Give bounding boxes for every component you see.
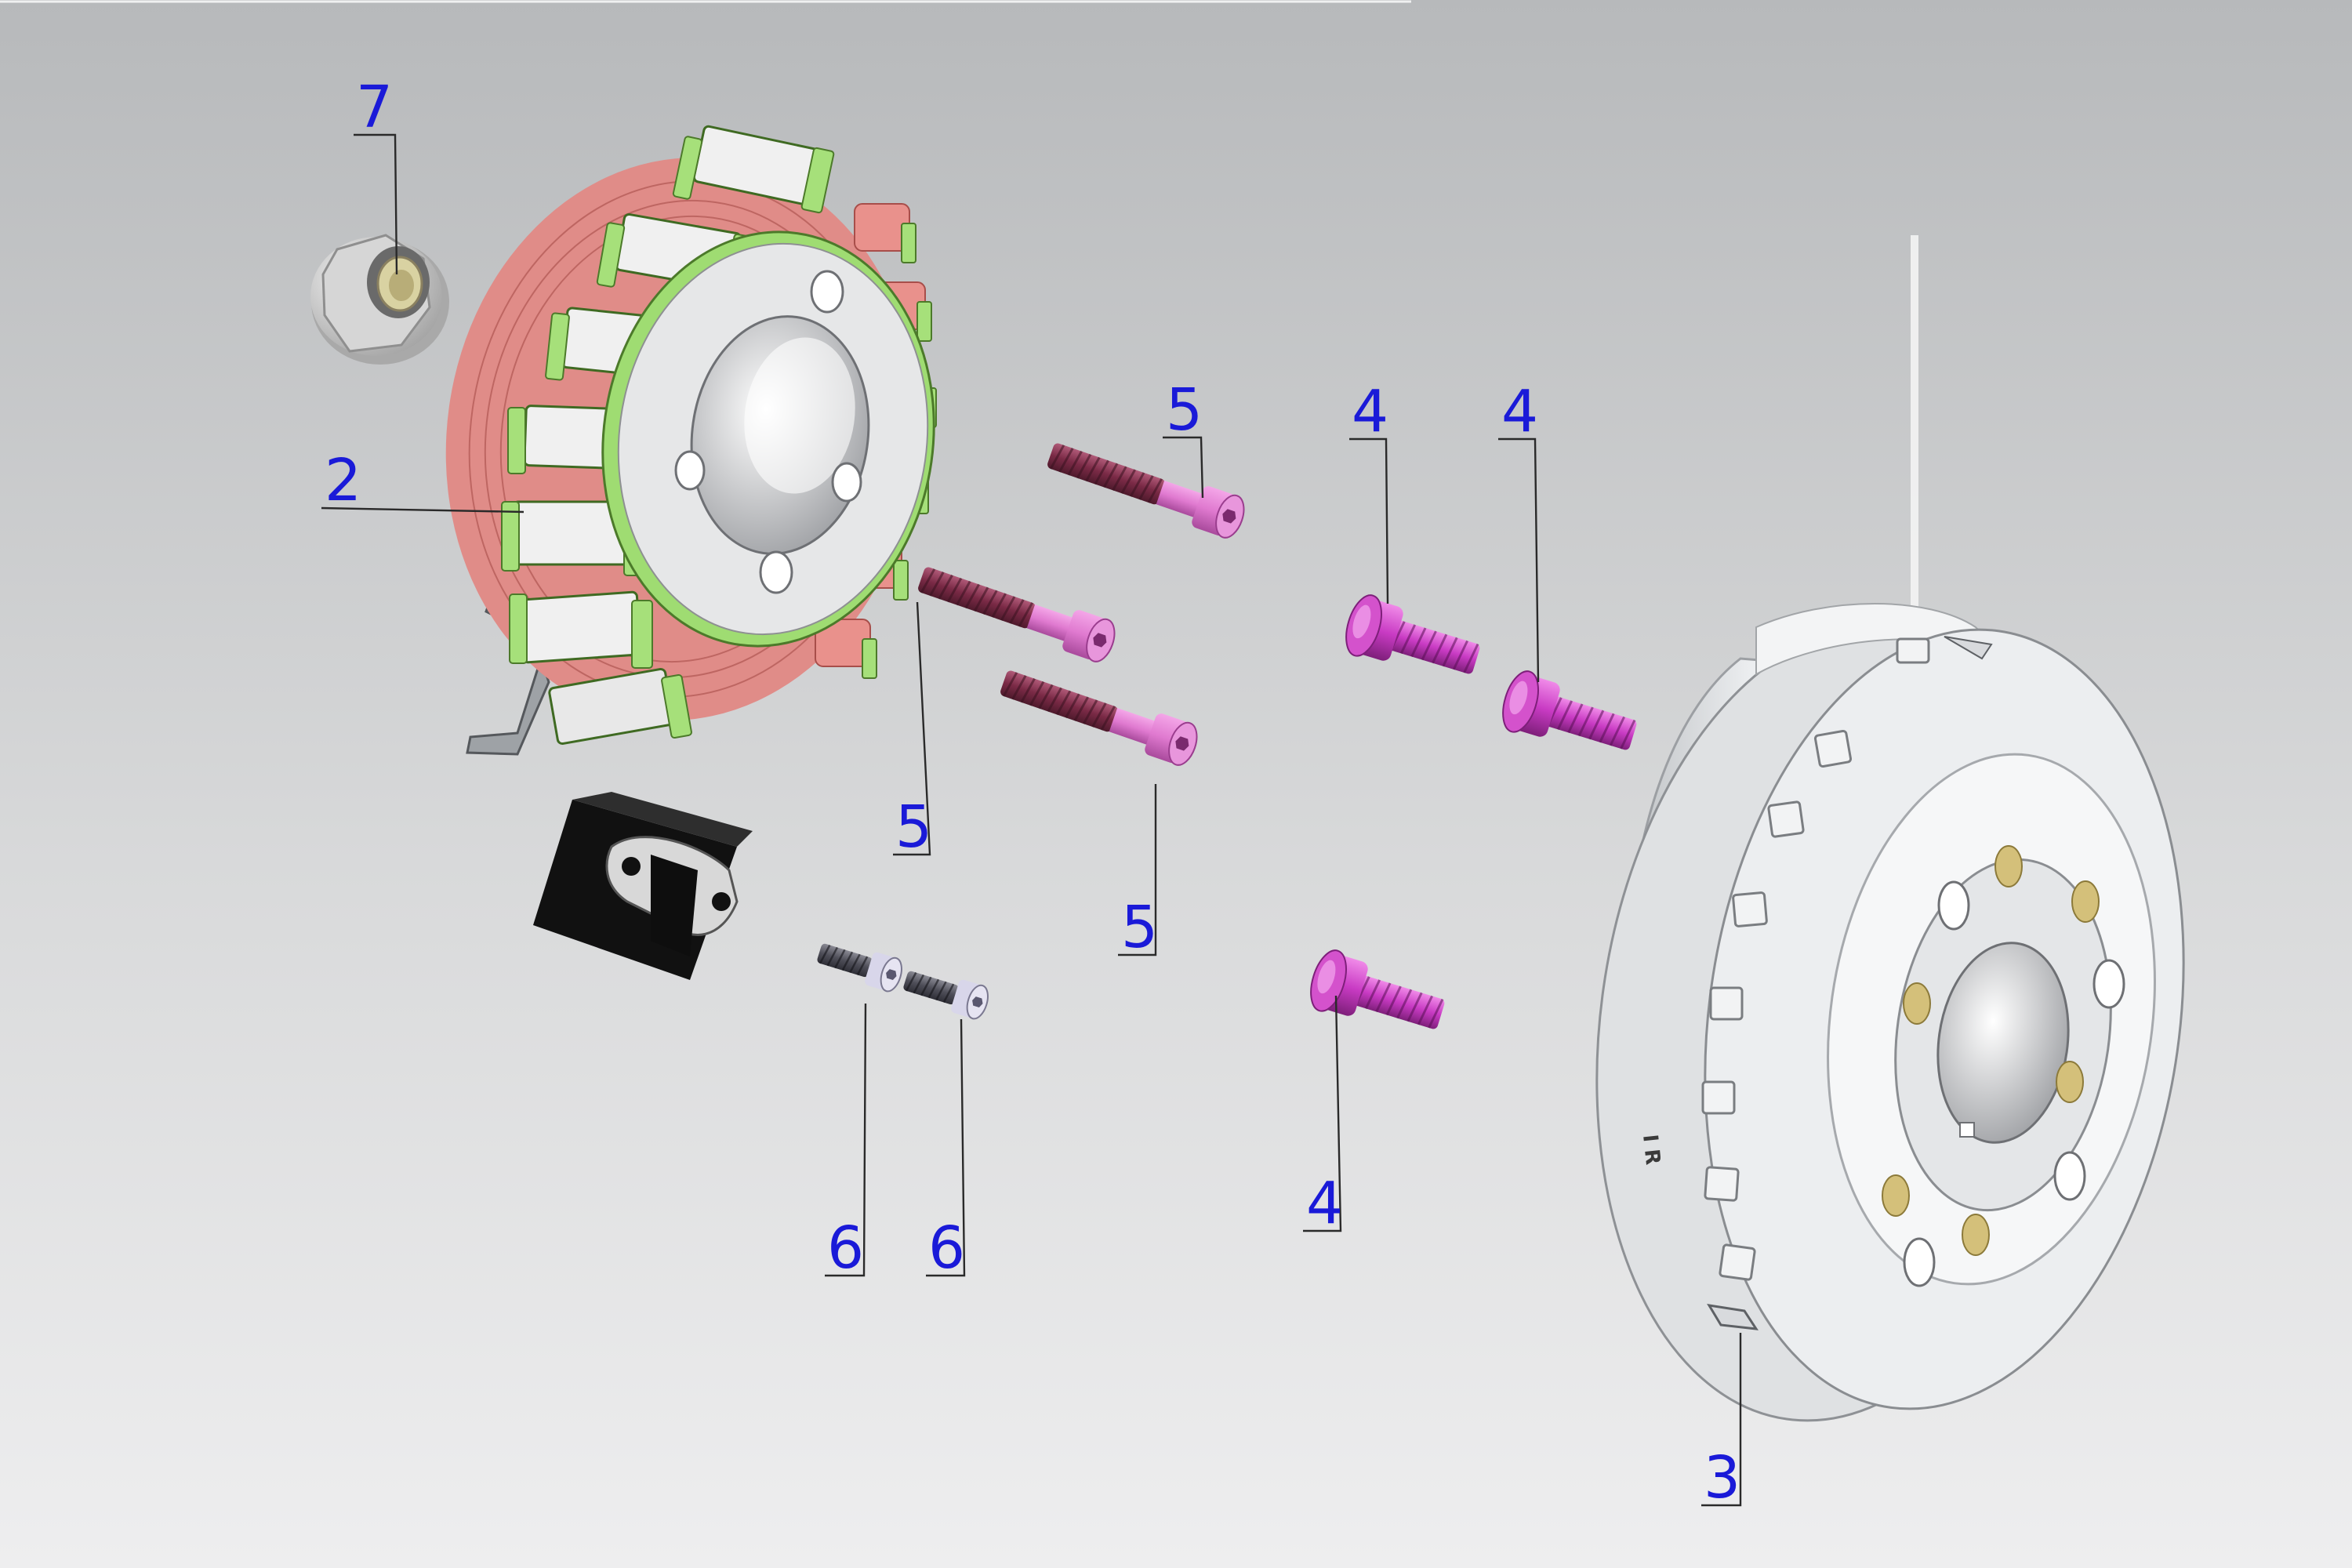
callout-4-right: 4 — [1501, 378, 1538, 445]
leader-7 — [354, 133, 398, 275]
callout-2: 2 — [325, 447, 361, 514]
stator-part — [445, 125, 937, 756]
callout-5-upper: 5 — [1166, 376, 1203, 444]
leader-5-upper — [1163, 436, 1204, 499]
leader-6-right — [926, 1018, 966, 1277]
callout-7: 7 — [356, 74, 393, 141]
leader-3 — [1701, 1333, 1742, 1507]
callout-3: 3 — [1704, 1444, 1740, 1512]
leader-6-left — [825, 1003, 867, 1277]
callout-6-right: 6 — [928, 1214, 965, 1282]
flange-nut-part — [310, 234, 449, 365]
leader-5-lower — [1118, 784, 1157, 956]
leader-2 — [321, 506, 524, 514]
callout-6-left: 6 — [827, 1214, 864, 1282]
callouts: 7 2 5 5 5 4 4 4 6 6 3 — [325, 74, 1740, 1512]
callout-4-lower: 4 — [1306, 1170, 1343, 1237]
callout-4-left: 4 — [1352, 378, 1388, 445]
leader-4-lower — [1303, 995, 1342, 1232]
leader-lines — [321, 133, 1742, 1507]
flywheel-part: I R — [1595, 235, 2185, 1422]
leader-4-right — [1498, 437, 1540, 683]
flywheel-marking: I R — [1638, 1134, 1664, 1167]
leader-4-left — [1349, 437, 1389, 604]
callout-5-lower: 5 — [1121, 894, 1158, 961]
leader-5-middle — [893, 601, 931, 856]
callout-5-middle: 5 — [895, 793, 932, 861]
pickup-coil-part — [533, 792, 753, 980]
